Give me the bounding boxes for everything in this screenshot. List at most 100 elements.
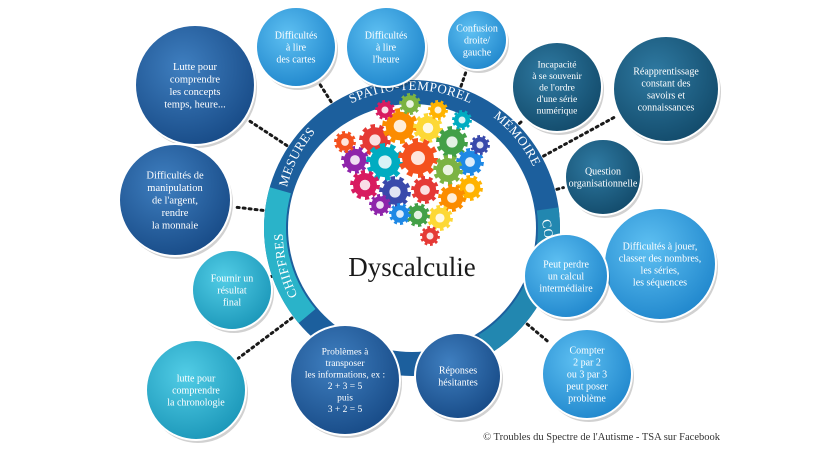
connector-difficultes-argent [232, 205, 265, 212]
connector-question-organisationnelle [555, 186, 565, 191]
credit-line: © Troubles du Spectre de l'Autisme - TSA… [483, 432, 720, 443]
bubble-line: peut poser [566, 382, 608, 393]
bubble-line: transposer [325, 359, 365, 369]
bubble-circle [446, 9, 508, 71]
bubble-line: Confusion [456, 24, 498, 35]
bubble-line: 2 par 2 [573, 358, 601, 369]
bubble-line: Difficultés [365, 31, 408, 42]
bubble-circle [289, 324, 401, 436]
bubble-line: de l'argent, [152, 196, 198, 207]
bubble-line: Question [585, 167, 621, 178]
connector-lutte-concepts-temps [246, 118, 289, 147]
bubble-line: droite/ [464, 36, 490, 47]
bubble-line: Réapprentissage [633, 67, 699, 78]
bubble-line: temps, heure... [164, 99, 226, 110]
gear-hub [435, 213, 445, 223]
gear-hub [420, 185, 430, 195]
ring-segment-chiffres [264, 187, 316, 324]
gear-hub [376, 201, 384, 209]
bubble-circle [191, 249, 273, 331]
gear-hub [378, 155, 392, 169]
bubble-line: Peut perdre [543, 260, 589, 271]
bubble-line: numérique [537, 106, 578, 116]
connector-difficultes-cartes [317, 81, 333, 104]
bubble-line: Compter [570, 346, 606, 357]
connector-confusion-droite-gauche [459, 69, 468, 88]
bubble-line: comprendre [170, 74, 220, 85]
gear-hub [359, 179, 371, 191]
bubble-line: un calcul [548, 272, 585, 283]
bubble-line: classer des nombres, [619, 254, 701, 265]
bubble-line: gauche [463, 48, 492, 59]
bubble-line: les concepts [169, 87, 220, 98]
connector-compter-2-par-2 [525, 322, 552, 345]
bubble-line: ou 3 par 3 [567, 370, 607, 381]
gear-hub [389, 186, 401, 198]
bubble-line: Lutte pour [173, 62, 218, 73]
bubble-line: à lire [376, 43, 397, 54]
bubble-circle [145, 339, 247, 441]
bubble-circle [345, 6, 427, 88]
gear-hub [442, 164, 454, 176]
bubble-line: lutte pour [177, 374, 216, 385]
bubble-line: final [223, 298, 242, 309]
bubble-line: des cartes [276, 55, 315, 66]
connector-reapprentissage-savoirs [542, 114, 619, 158]
gear-hub [446, 136, 458, 148]
bubble-line: savoirs et [647, 91, 685, 102]
bubble-difficultes-jouer-classer: Difficultés à jouer,classer des nombres,… [603, 207, 718, 323]
bubble-line: Difficultés [275, 31, 318, 42]
gear-hub [393, 119, 407, 133]
bubble-line: à lire [286, 43, 307, 54]
bubble-line: les séries, [641, 266, 680, 277]
bubble-line: Problèmes à [322, 348, 369, 358]
gear-hub [458, 116, 466, 124]
bubble-line: 3 + 2 = 5 [328, 405, 363, 415]
bubble-line: puis [337, 394, 353, 404]
bubble-line: Incapacité [537, 60, 576, 70]
gear-hub [341, 138, 349, 146]
gear-hub [413, 210, 423, 220]
ring-inner [288, 104, 536, 352]
bubble-line: à se souvenir [532, 72, 582, 82]
bubble-line: de l'ordre [539, 83, 575, 93]
brain-gears-illustration [334, 93, 490, 246]
bubble-line: organisationnelle [569, 179, 638, 190]
bubble-line: résultat [217, 286, 247, 297]
bubble-line: Réponses [439, 366, 477, 377]
bubble-line: la chronologie [167, 398, 225, 409]
gear-hub [369, 134, 381, 146]
gear-hub [434, 106, 442, 114]
bubble-line: la monnaie [152, 221, 199, 232]
bubble-line: Difficultés à jouer, [623, 242, 698, 253]
gear-hub [422, 122, 434, 134]
bubble-circle [564, 138, 642, 216]
bubble-line: Difficultés de [146, 171, 204, 182]
bubble-line: d'une série [537, 95, 578, 105]
bubble-circle [255, 6, 337, 88]
